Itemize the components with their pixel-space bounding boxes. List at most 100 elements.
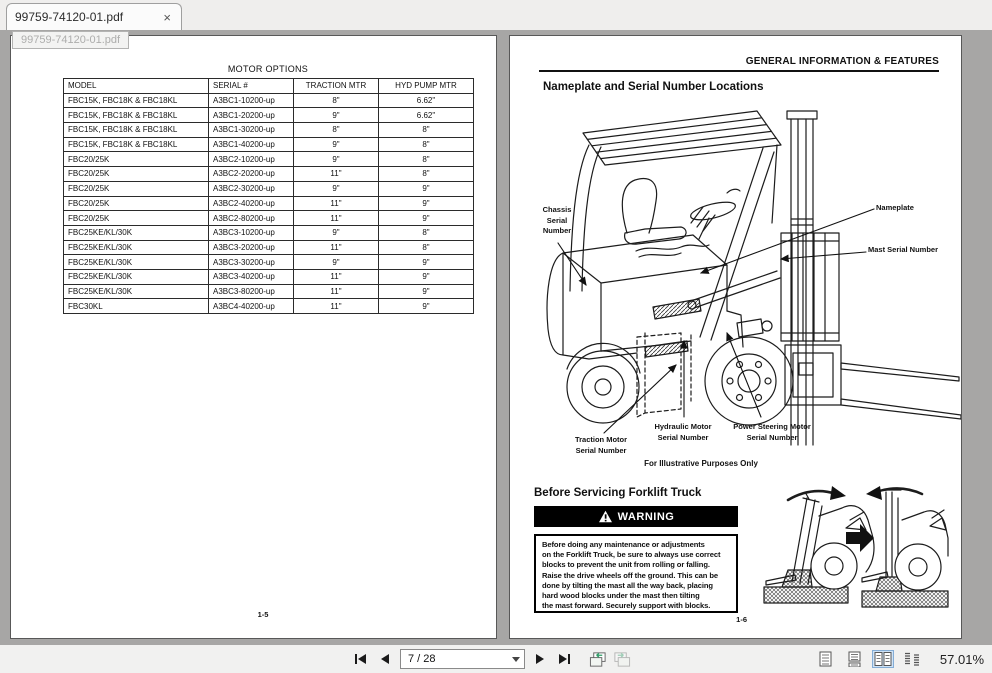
two-page-view-icon — [874, 652, 892, 666]
traction-arrow — [603, 364, 677, 434]
table-cell: 11" — [293, 283, 379, 300]
tab-drag-tooltip: 99759-74120-01.pdf — [12, 31, 130, 49]
table-cell: 9" — [378, 195, 474, 212]
pdf-page-right: GENERAL INFORMATION & FEATURES Nameplate… — [509, 35, 962, 639]
two-page-continuous-view-icon — [904, 652, 919, 666]
table-cell: 11" — [293, 210, 379, 226]
table-cell: FBC25KE/KL/30K — [63, 224, 209, 241]
table-cell: FBC20/25K — [63, 166, 209, 182]
table-cell: 8" — [293, 92, 379, 109]
page-number-combobox[interactable]: 7 / 28 — [400, 649, 525, 669]
nameplate-line — [699, 208, 875, 274]
last-page-button[interactable] — [555, 650, 573, 668]
table-cell: 9" — [378, 298, 474, 314]
table-cell: 9" — [378, 268, 474, 285]
table-cell: FBC25KE/KL/30K — [63, 268, 209, 285]
header-rule — [539, 70, 939, 72]
label-nameplate: Nameplate — [876, 203, 914, 212]
table-cell: FBC25KE/KL/30K — [63, 283, 209, 300]
table-cell: 9" — [293, 254, 379, 270]
zoom-level: 57.01% — [939, 651, 984, 667]
page-navigation-group: 7 / 28 — [352, 645, 631, 673]
table-cell: A3BC2-40200-up — [208, 195, 294, 212]
warning-banner: WARNING — [534, 506, 738, 527]
table-cell: A3BC1-10200-up — [208, 92, 294, 109]
rear-wheel — [566, 342, 641, 424]
page-number-left: 1-5 — [257, 610, 269, 619]
document-tab[interactable]: 99759-74120-01.pdf × — [6, 3, 182, 30]
table-cell: 8" — [378, 239, 474, 256]
table-cell: FBC15K, FBC18K & FBC18KL — [63, 136, 209, 153]
label-power-steering-motor: Power Steering Motor Serial Number — [733, 422, 811, 442]
previous-page-button[interactable] — [376, 650, 394, 668]
table-cell: A3BC2-30200-up — [208, 180, 294, 197]
table-cell: FBC30KL — [63, 298, 209, 314]
table-cell: A3BC3-10200-up — [208, 224, 294, 241]
mini-forklift-tilted — [763, 486, 875, 604]
previous-view-icon — [589, 651, 606, 667]
table-cell: 9" — [378, 210, 474, 226]
table-cell: 8" — [378, 151, 474, 168]
section-title-nameplate: Nameplate and Serial Number Locations — [543, 81, 764, 93]
mast-line — [779, 251, 867, 263]
two-page-continuous-view-button[interactable] — [901, 650, 923, 668]
table-cell: A3BC2-20200-up — [208, 166, 294, 182]
forks — [840, 362, 961, 420]
continuous-view-button[interactable] — [843, 650, 865, 668]
label-mast-serial: Mast Serial Number — [868, 245, 939, 254]
table-cell: 11" — [293, 166, 379, 182]
two-page-view-button[interactable] — [871, 650, 894, 668]
close-icon[interactable]: × — [163, 9, 171, 25]
table-cell: 11" — [293, 298, 379, 314]
column-header: MODEL — [63, 78, 209, 94]
table-cell: FBC20/25K — [63, 180, 209, 197]
table-cell: FBC25KE/KL/30K — [63, 239, 209, 256]
warning-triangle-icon — [598, 510, 612, 523]
table-cell: A3BC1-40200-up — [208, 136, 294, 153]
table-cell: 8" — [378, 166, 474, 182]
page-number-right: 1-6 — [736, 615, 747, 624]
forklift-illustration — [546, 110, 961, 446]
illustrative-note: For Illustrative Purposes Only — [644, 459, 758, 468]
table-cell: A3BC1-20200-up — [208, 107, 294, 124]
first-page-icon — [355, 654, 366, 664]
table-cell: 8" — [293, 122, 379, 138]
previous-view-button[interactable] — [589, 650, 607, 668]
next-view-icon — [614, 651, 631, 667]
label-chassis-serial: Chassis Serial Number — [542, 205, 572, 235]
next-view-button[interactable] — [613, 650, 631, 668]
operator-seat — [621, 178, 710, 258]
label-traction-motor: Traction Motor Serial Number — [574, 435, 628, 455]
chevron-down-icon — [512, 656, 520, 662]
motor-compartment — [636, 270, 781, 418]
view-mode-group: 57.01% — [814, 645, 987, 673]
leader-lines — [557, 208, 875, 434]
last-page-icon — [559, 654, 570, 664]
single-page-view-button[interactable] — [814, 650, 836, 668]
table-cell: 6.62" — [378, 92, 474, 109]
table-cell: 11" — [293, 268, 379, 285]
next-page-button[interactable] — [531, 650, 549, 668]
table-cell: 11" — [293, 239, 379, 256]
load-backrest — [780, 232, 840, 342]
chapter-header: GENERAL INFORMATION & FEATURES — [745, 56, 939, 67]
table-cell: 9" — [293, 151, 379, 168]
label-hydraulic-motor: Hydraulic Motor Serial Number — [654, 422, 712, 442]
table-cell: 8" — [378, 136, 474, 153]
overhead-guard — [569, 110, 782, 341]
first-page-button[interactable] — [352, 650, 370, 668]
table-cell: A3BC1-30200-up — [208, 122, 294, 138]
